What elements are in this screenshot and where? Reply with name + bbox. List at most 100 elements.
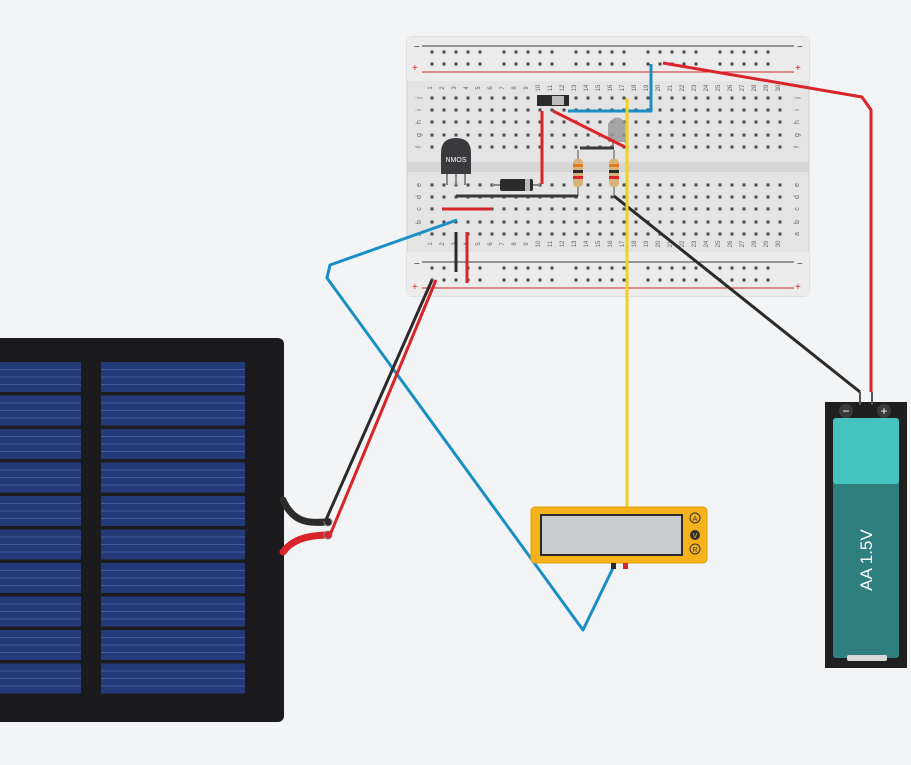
row-label: j: [794, 97, 801, 100]
row-label: g: [416, 133, 423, 137]
slide-switch[interactable]: [537, 95, 569, 106]
rail-plus-label: +: [412, 282, 418, 293]
column-label: 5: [476, 242, 482, 246]
column-label: 20: [656, 84, 662, 91]
row-label: d: [794, 195, 801, 199]
column-label: 16: [608, 84, 614, 91]
battery-minus-terminal[interactable]: −: [839, 404, 853, 418]
svg-text:+: +: [880, 404, 887, 418]
row-label: b: [416, 220, 423, 224]
column-label: 29: [764, 240, 770, 247]
column-label: 18: [632, 240, 638, 247]
rail-minus-label: −: [797, 42, 803, 53]
column-label: 11: [548, 84, 554, 91]
solar-cell-grid: [0, 362, 245, 694]
row-label: e: [416, 183, 423, 187]
column-label: 2: [440, 86, 446, 90]
column-label: 23: [692, 240, 698, 247]
column-label: 7: [500, 242, 506, 246]
column-label: 8: [512, 86, 518, 90]
nmos-transistor[interactable]: NMOS: [441, 138, 471, 185]
multimeter[interactable]: A V R: [530, 506, 708, 569]
column-label: 17: [620, 240, 626, 247]
multimeter-display: [542, 516, 681, 554]
svg-text:R: R: [692, 547, 697, 554]
column-label: 25: [716, 240, 722, 247]
column-label: 6: [488, 242, 494, 246]
battery-plus-terminal[interactable]: +: [877, 404, 891, 418]
column-label: 13: [572, 84, 578, 91]
row-label: j: [416, 97, 423, 100]
diode[interactable]: [492, 179, 540, 191]
column-label: 6: [488, 86, 494, 90]
resistor[interactable]: [609, 150, 619, 196]
column-label: 17: [620, 84, 626, 91]
column-label: 22: [680, 84, 686, 91]
breadboard-center-channel: [407, 162, 809, 172]
column-label: 23: [692, 84, 698, 91]
multimeter-probe-black[interactable]: [611, 563, 616, 569]
column-label: 29: [764, 84, 770, 91]
multimeter-mode-r[interactable]: R: [689, 543, 701, 555]
battery-label: AA 1.5V: [857, 529, 876, 591]
column-label: 1: [428, 242, 434, 246]
column-label: 21: [668, 84, 674, 91]
battery-holder[interactable]: − + AA 1.5V: [825, 392, 907, 668]
column-label: 15: [596, 84, 602, 91]
transistor-label: NMOS: [446, 157, 467, 164]
column-label: 18: [632, 84, 638, 91]
multimeter-mode-v[interactable]: V: [690, 530, 700, 540]
column-label: 7: [500, 86, 506, 90]
column-label: 9: [524, 242, 530, 246]
column-label: 12: [560, 240, 566, 247]
column-label: 21: [668, 240, 674, 247]
row-label: c: [794, 207, 801, 211]
row-label: f: [416, 146, 423, 148]
column-label: 19: [644, 240, 650, 247]
row-label: d: [416, 195, 423, 199]
row-label: e: [794, 183, 801, 187]
rail-plus-label: +: [795, 282, 801, 293]
column-label: 24: [704, 84, 710, 91]
rail-minus-label: −: [414, 259, 420, 270]
breadboard-wires[interactable]: [442, 64, 653, 283]
breadboard[interactable]: − + − + − + − + 112233445566778899101011…: [406, 36, 810, 297]
column-label: 28: [752, 84, 758, 91]
column-label: 30: [776, 240, 782, 247]
column-label: 22: [680, 240, 686, 247]
rail-plus-label: +: [412, 63, 418, 74]
column-label: 5: [476, 86, 482, 90]
column-label: 4: [464, 86, 470, 90]
column-label: 9: [524, 86, 530, 90]
resistor[interactable]: [573, 150, 583, 196]
column-label: 12: [560, 84, 566, 91]
column-label: 25: [716, 84, 722, 91]
column-label: 24: [704, 240, 710, 247]
multimeter-mode-a[interactable]: A: [689, 512, 701, 524]
row-label: i: [794, 109, 801, 111]
column-label: 3: [452, 86, 458, 90]
row-label: h: [416, 120, 423, 124]
column-label: 19: [644, 84, 650, 91]
column-label: 26: [728, 240, 734, 247]
column-label: 16: [608, 240, 614, 247]
column-label: 11: [548, 240, 554, 247]
column-label: 2: [440, 242, 446, 246]
row-label: c: [416, 207, 423, 211]
rail-minus-label: −: [414, 42, 420, 53]
row-label: a: [794, 232, 801, 236]
solar-panel[interactable]: [0, 338, 333, 722]
column-label: 26: [728, 84, 734, 91]
multimeter-probe-red[interactable]: [623, 563, 628, 569]
column-label: 8: [512, 242, 518, 246]
column-label: 20: [656, 240, 662, 247]
column-label: 10: [536, 240, 542, 247]
column-label: 14: [584, 84, 590, 91]
rail-minus-label: −: [797, 259, 803, 270]
column-label: 30: [776, 84, 782, 91]
svg-text:−: −: [842, 404, 849, 418]
long-wires[interactable]: [323, 61, 873, 632]
column-label: 14: [584, 240, 590, 247]
row-label: h: [794, 120, 801, 124]
